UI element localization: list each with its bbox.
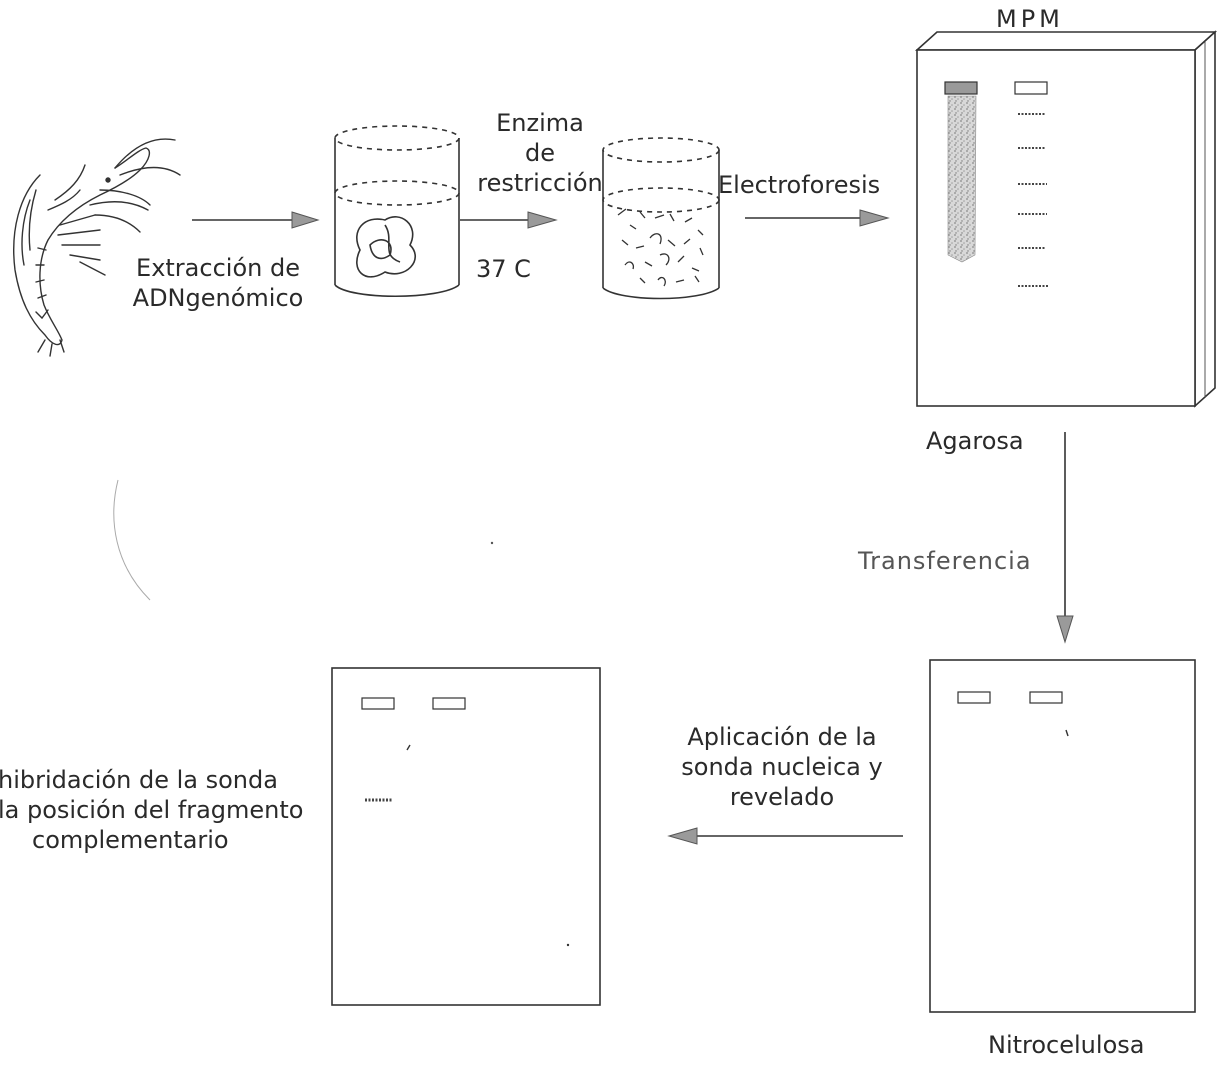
label-enzyme-line2: de xyxy=(525,139,555,167)
label-mpm: MPM xyxy=(996,5,1064,33)
label-extraction-line1: Extracción de xyxy=(136,254,300,282)
nitrocellulose-membrane xyxy=(929,659,1196,1013)
label-hybridization-line3: complementario xyxy=(32,826,229,854)
dna-smear xyxy=(947,95,977,263)
label-hybridization-line2: la posición del fragmento xyxy=(0,796,304,824)
label-temperature: 37 C xyxy=(476,255,531,283)
label-probe-line1: Aplicación de la xyxy=(687,723,877,751)
arrow-electrophoresis xyxy=(745,209,890,227)
label-extraction: Extracción de ADNgenómico xyxy=(118,253,318,313)
agarose-gel xyxy=(914,30,1218,408)
arrow-probe xyxy=(667,827,903,845)
label-probe-line2: sonda nucleica y xyxy=(681,753,883,781)
beaker-genomic-dna xyxy=(334,125,460,298)
gel-well-sample xyxy=(944,81,978,95)
label-probe: Aplicación de la sonda nucleica y revela… xyxy=(672,722,892,812)
hybridized-membrane xyxy=(331,667,601,1006)
arrow-restriction xyxy=(460,211,558,229)
label-probe-line3: revelado xyxy=(729,783,835,811)
label-extraction-line2: ADNgenómico xyxy=(132,284,304,312)
gel-well-mpm xyxy=(1014,81,1048,95)
label-hybridization: hibridación de la sonda la posición del … xyxy=(0,765,303,855)
beaker-dna-fragments xyxy=(602,137,720,300)
label-enzyme: Enzima de restricción xyxy=(440,108,640,198)
label-agarose: Agarosa xyxy=(926,427,1024,455)
arrow-extraction xyxy=(192,211,320,229)
label-enzyme-line3: restricción xyxy=(477,169,603,197)
label-hybridization-line1: hibridación de la sonda xyxy=(0,766,278,794)
faint-arc xyxy=(113,479,151,601)
mpm-bands xyxy=(1018,113,1049,287)
shrimp-icon xyxy=(13,138,181,357)
label-enzyme-line1: Enzima xyxy=(496,109,584,137)
label-nitrocellulose: Nitrocelulosa xyxy=(988,1031,1145,1059)
arrow-transfer xyxy=(1056,432,1074,644)
label-electrophoresis: Electroforesis xyxy=(718,171,881,199)
label-transfer: Transferencia xyxy=(858,547,1032,575)
